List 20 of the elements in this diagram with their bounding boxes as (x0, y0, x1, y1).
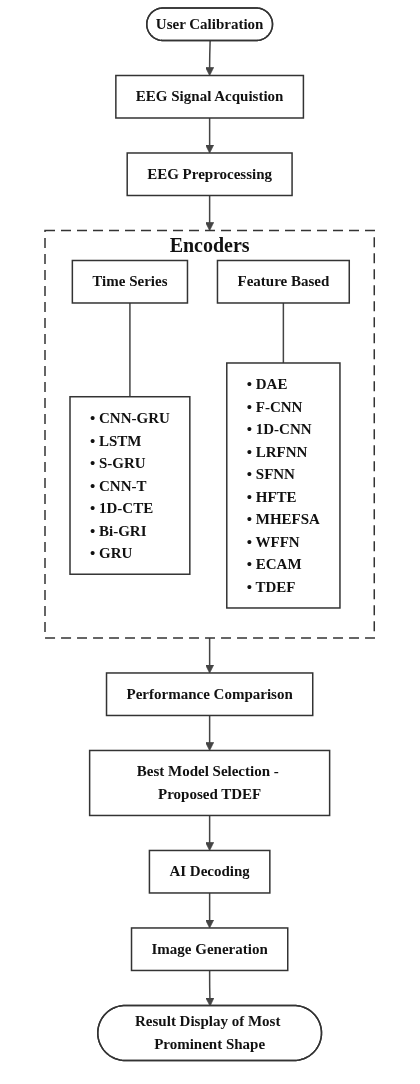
node-box: AI Decoding (149, 849, 271, 894)
connector (283, 302, 285, 364)
node-box: EEG Preprocessing (126, 152, 294, 197)
node-box: Performance Comparison (106, 672, 314, 717)
node-box: • DAE • F-CNN • 1D-CNN • LRFNN • SFNN • HFTE • MHEFSA • WFFN • ECAM • TDEF (226, 362, 342, 609)
node-box: Best Model Selection - Proposed TDEF (89, 749, 331, 817)
node-box: Feature Based (217, 259, 351, 304)
arrow (205, 40, 215, 76)
connector (129, 302, 131, 398)
node-box: EEG Signal Acquistion (115, 74, 305, 119)
arrow (205, 892, 215, 929)
node-box: Image Generation (131, 927, 289, 972)
arrow (205, 969, 215, 1007)
node-box: Time Series (71, 259, 189, 304)
arrow (205, 117, 215, 154)
node-box: • CNN-GRU • LSTM • S-GRU • CNN-T • 1D-CTE • Bi-GRI • GRU (69, 396, 191, 575)
arrow (205, 814, 215, 851)
arrow (205, 194, 215, 231)
arrow (205, 714, 215, 751)
arrow (205, 637, 215, 674)
